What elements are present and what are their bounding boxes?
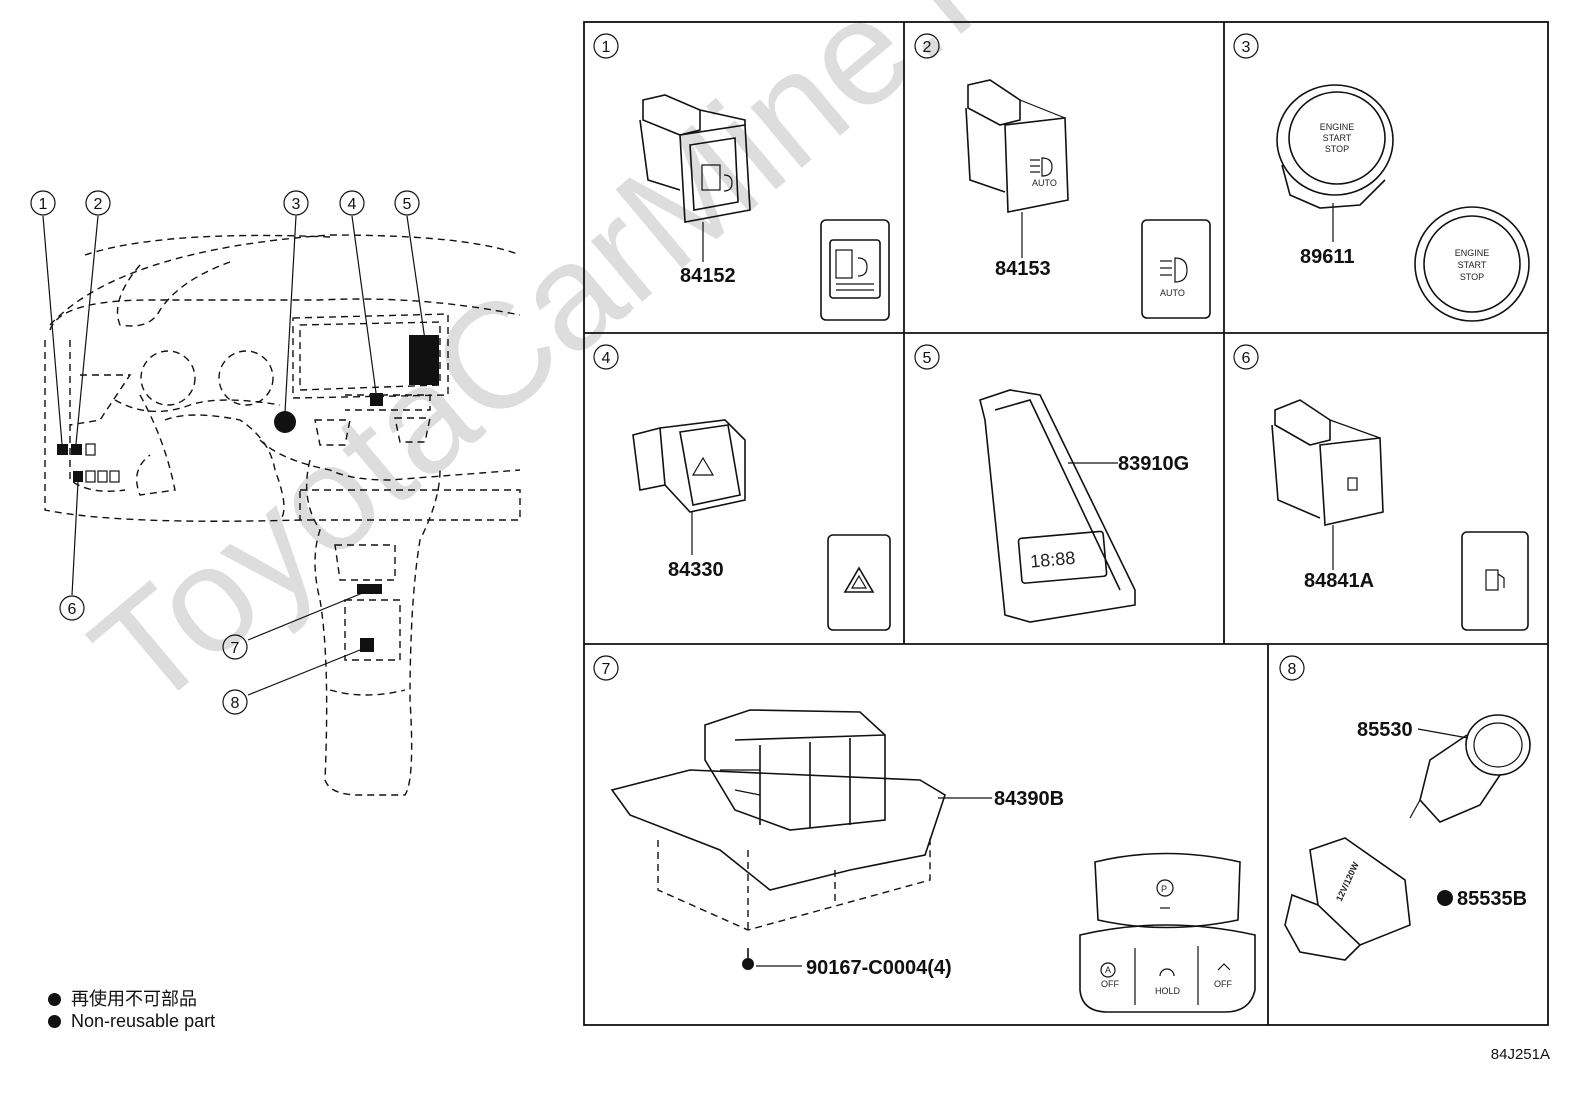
- svg-text:4: 4: [348, 196, 357, 213]
- engine-switch-89611-illustration: ENGINE START STOP: [1276, 84, 1394, 242]
- fuel-icon-box: [1461, 531, 1529, 631]
- callout-2: 2: [85, 190, 111, 216]
- callout-3: 3: [283, 190, 309, 216]
- part-number-90167-c0004: 90167-C0004(4): [806, 957, 952, 979]
- panel-3-number: 3: [1233, 33, 1259, 59]
- part-number-89611: 89611: [1300, 246, 1355, 268]
- svg-text:OFF: OFF: [1214, 979, 1232, 989]
- svg-text:3: 3: [1242, 39, 1251, 56]
- svg-text:AUTO: AUTO: [1160, 288, 1185, 298]
- legend-japanese-text: 再使用不可部品: [71, 989, 197, 1009]
- diagram-code: 84J251A: [1490, 1046, 1550, 1063]
- svg-text:ENGINE: ENGINE: [1455, 248, 1490, 258]
- dashboard-overview: 1 2 3 4 5 6 7 8: [30, 190, 521, 796]
- marker-6: [73, 471, 83, 482]
- part-number-84390b: 84390B: [994, 788, 1064, 810]
- panel-8-number: 8: [1279, 655, 1305, 681]
- auto-headlight-icon-box: AUTO: [1141, 219, 1211, 319]
- part-number-84841a: 84841A: [1304, 570, 1374, 592]
- marker-3: [274, 411, 296, 433]
- clock-83910g-illustration: 18:88: [979, 389, 1136, 623]
- legend-japanese: 再使用不可部品: [48, 985, 197, 1011]
- part-number-84152: 84152: [680, 265, 736, 287]
- marker-8: [360, 638, 374, 652]
- part-number-85530: 85530: [1357, 719, 1413, 741]
- callout-5: 5: [394, 190, 420, 216]
- panel-2-number: 2: [914, 33, 940, 59]
- non-reusable-dot-icon: [48, 993, 61, 1006]
- hazard-icon-box: [827, 534, 891, 631]
- callout-1: 1: [30, 190, 56, 216]
- legend-english-text: Non-reusable part: [71, 1011, 216, 1031]
- parts-grid: [583, 21, 1549, 1026]
- switch-84153-illustration: AUTO: [965, 79, 1069, 258]
- svg-text:8: 8: [1288, 661, 1297, 678]
- console-switch-84390b-illustration: [610, 709, 992, 970]
- svg-text:STOP: STOP: [1460, 272, 1484, 282]
- svg-text:5: 5: [403, 196, 412, 213]
- panel-5-number: 5: [914, 344, 940, 370]
- svg-text:1: 1: [602, 39, 611, 56]
- leveling-icon-box: [820, 219, 890, 321]
- svg-text:OFF: OFF: [1101, 979, 1119, 989]
- marker-7: [357, 584, 382, 594]
- marker-2: [71, 444, 82, 455]
- callout-8: 8: [222, 689, 248, 715]
- svg-text:18:88: 18:88: [1029, 548, 1076, 572]
- fuel-switch-84841a-illustration: [1271, 399, 1384, 570]
- svg-text:8: 8: [231, 695, 240, 712]
- svg-text:7: 7: [602, 661, 611, 678]
- svg-text:AUTO: AUTO: [1032, 178, 1057, 188]
- svg-text:7: 7: [231, 640, 240, 657]
- marker-4: [370, 393, 383, 406]
- callout-6: 6: [59, 595, 85, 621]
- panel-7-number: 7: [593, 655, 619, 681]
- svg-text:HOLD: HOLD: [1155, 986, 1181, 996]
- hazard-switch-84330-illustration: [632, 419, 746, 555]
- outlet-85535b-illustration: 12V/120W: [1284, 837, 1453, 961]
- svg-text:START: START: [1458, 260, 1487, 270]
- svg-text:6: 6: [68, 601, 77, 618]
- callout-7: 7: [222, 634, 248, 660]
- panel-4-number: 4: [593, 344, 619, 370]
- svg-text:2: 2: [923, 39, 932, 56]
- marker-1: [57, 444, 68, 455]
- panel-1-number: 1: [593, 33, 619, 59]
- svg-text:4: 4: [602, 350, 611, 367]
- part-number-84330: 84330: [668, 559, 724, 581]
- non-reusable-dot: [1437, 890, 1453, 906]
- parking-brake-switch-detail: P A OFF HOLD OFF: [1079, 852, 1256, 1013]
- legend-english: Non-reusable part: [48, 1011, 215, 1032]
- parking-brake-icon: P: [1161, 884, 1167, 894]
- switch-84152-illustration: [639, 94, 751, 262]
- panel-6-number: 6: [1233, 344, 1259, 370]
- non-reusable-dot-icon: [48, 1015, 61, 1028]
- part-number-84153: 84153: [995, 258, 1051, 280]
- svg-text:1: 1: [39, 196, 48, 213]
- outlet-85530-illustration: [1409, 714, 1531, 823]
- part-number-83910g: 83910G: [1118, 453, 1189, 475]
- svg-text:5: 5: [923, 350, 932, 367]
- svg-text:ENGINE: ENGINE: [1320, 122, 1355, 132]
- marker-5: [409, 335, 439, 385]
- svg-text:2: 2: [94, 196, 103, 213]
- svg-text:STOP: STOP: [1325, 144, 1349, 154]
- svg-text:3: 3: [292, 196, 301, 213]
- callout-4: 4: [339, 190, 365, 216]
- svg-text:START: START: [1323, 133, 1352, 143]
- engine-start-icon: ENGINE START STOP: [1414, 206, 1530, 322]
- svg-text:12V/120W: 12V/120W: [1334, 860, 1361, 903]
- part-number-85535b: 85535B: [1457, 888, 1527, 910]
- svg-text:A: A: [1105, 965, 1111, 975]
- svg-text:6: 6: [1242, 350, 1251, 367]
